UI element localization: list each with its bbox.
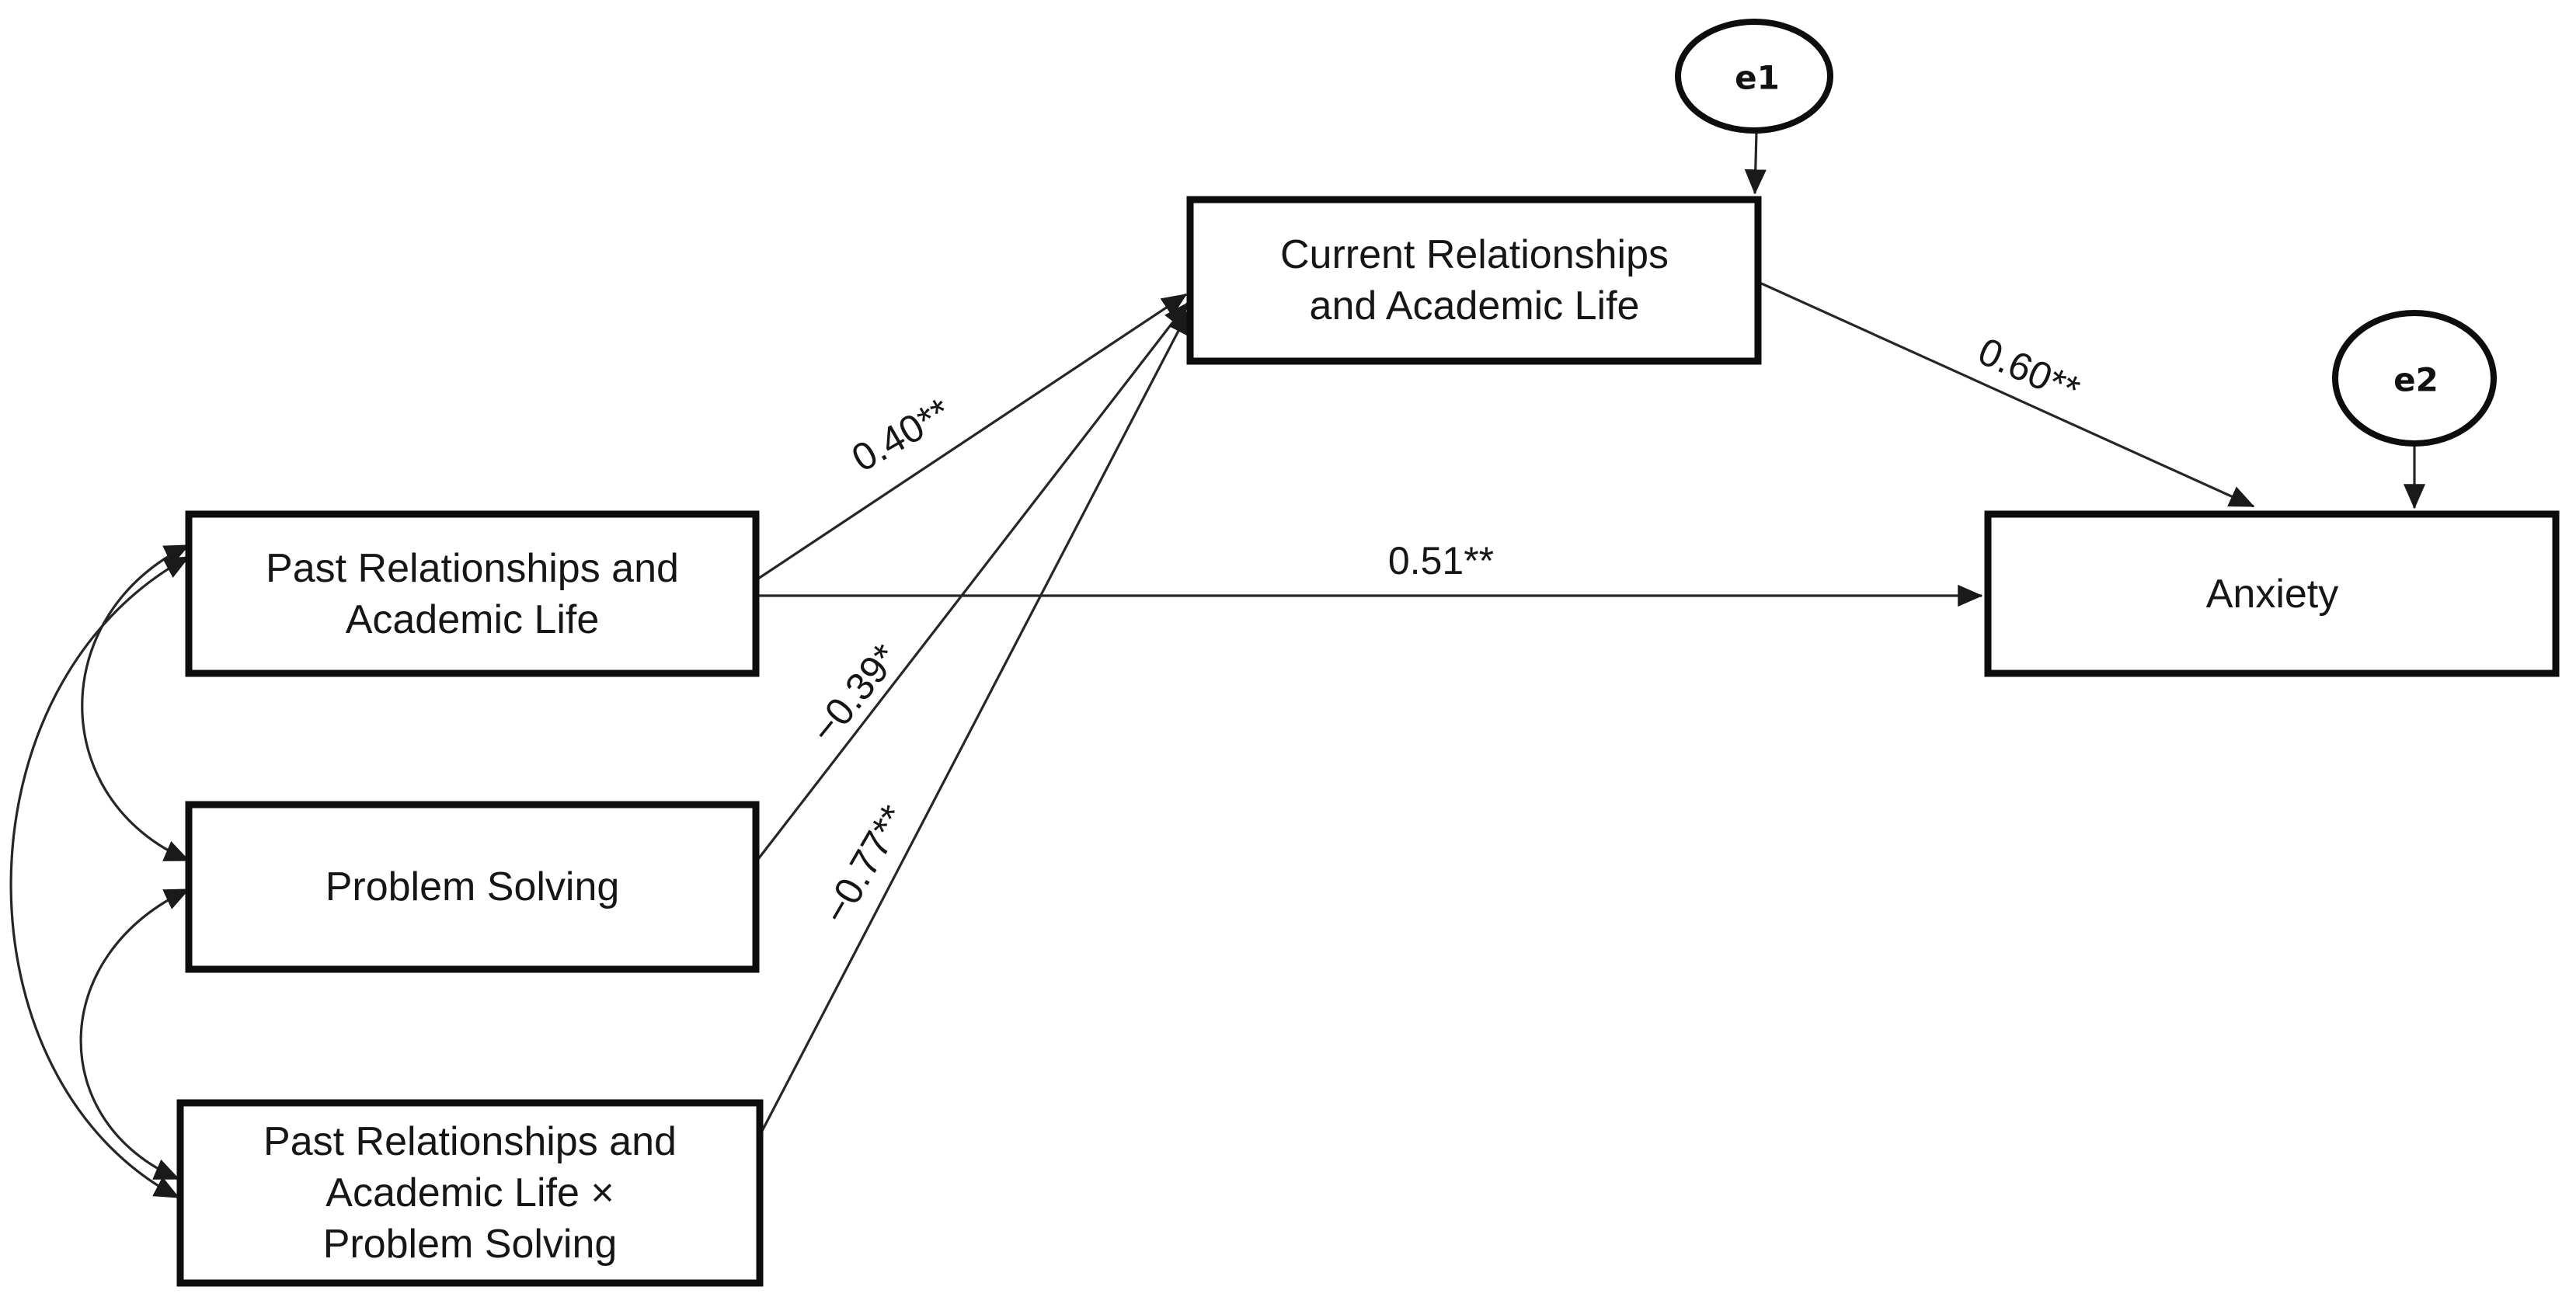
node-interaction-label-line3: Problem Solving bbox=[323, 1222, 618, 1267]
node-current-label-line2: and Academic Life bbox=[1310, 283, 1640, 329]
path-problem-to-current bbox=[754, 301, 1189, 863]
covariance-arc-past-interaction bbox=[9, 555, 190, 1199]
path-past-to-current bbox=[755, 293, 1188, 582]
coefficient-current-to-anxiety: 0.60** bbox=[1972, 329, 2086, 412]
arrow-e1-to-current bbox=[1744, 131, 1767, 195]
node-anxiety bbox=[1984, 510, 2560, 677]
error-ellipse-e2 bbox=[2332, 310, 2497, 447]
coefficient-past-to-anxiety: 0.51** bbox=[1388, 539, 1494, 582]
path-current-to-anxiety bbox=[1757, 280, 2255, 508]
node-past-label-line1: Past Relationships and bbox=[266, 546, 679, 591]
error-ellipse-e1 bbox=[1675, 19, 1833, 134]
node-current-label-line1: Current Relationships bbox=[1280, 232, 1669, 277]
node-past-label-line2: Academic Life bbox=[346, 597, 600, 642]
node-interaction-term bbox=[176, 1099, 764, 1287]
coefficient-past-to-current: 0.40** bbox=[844, 390, 958, 481]
node-past-relationships bbox=[185, 510, 760, 677]
node-interaction-label-line1: Past Relationships and bbox=[263, 1119, 677, 1164]
node-current-relationships bbox=[1186, 196, 1762, 365]
covariance-arc-past-problem bbox=[81, 544, 190, 862]
node-interaction-label-line2: Academic Life × bbox=[325, 1170, 614, 1215]
node-problem-solving bbox=[185, 801, 760, 973]
node-problem-label: Problem Solving bbox=[325, 864, 620, 909]
path-interaction-to-current bbox=[758, 308, 1191, 1136]
node-anxiety-label: Anxiety bbox=[2206, 572, 2339, 617]
covariance-arc-problem-interaction bbox=[79, 888, 190, 1181]
error-label-e2: e2 bbox=[2393, 361, 2438, 399]
error-label-e1: e1 bbox=[1735, 59, 1780, 97]
